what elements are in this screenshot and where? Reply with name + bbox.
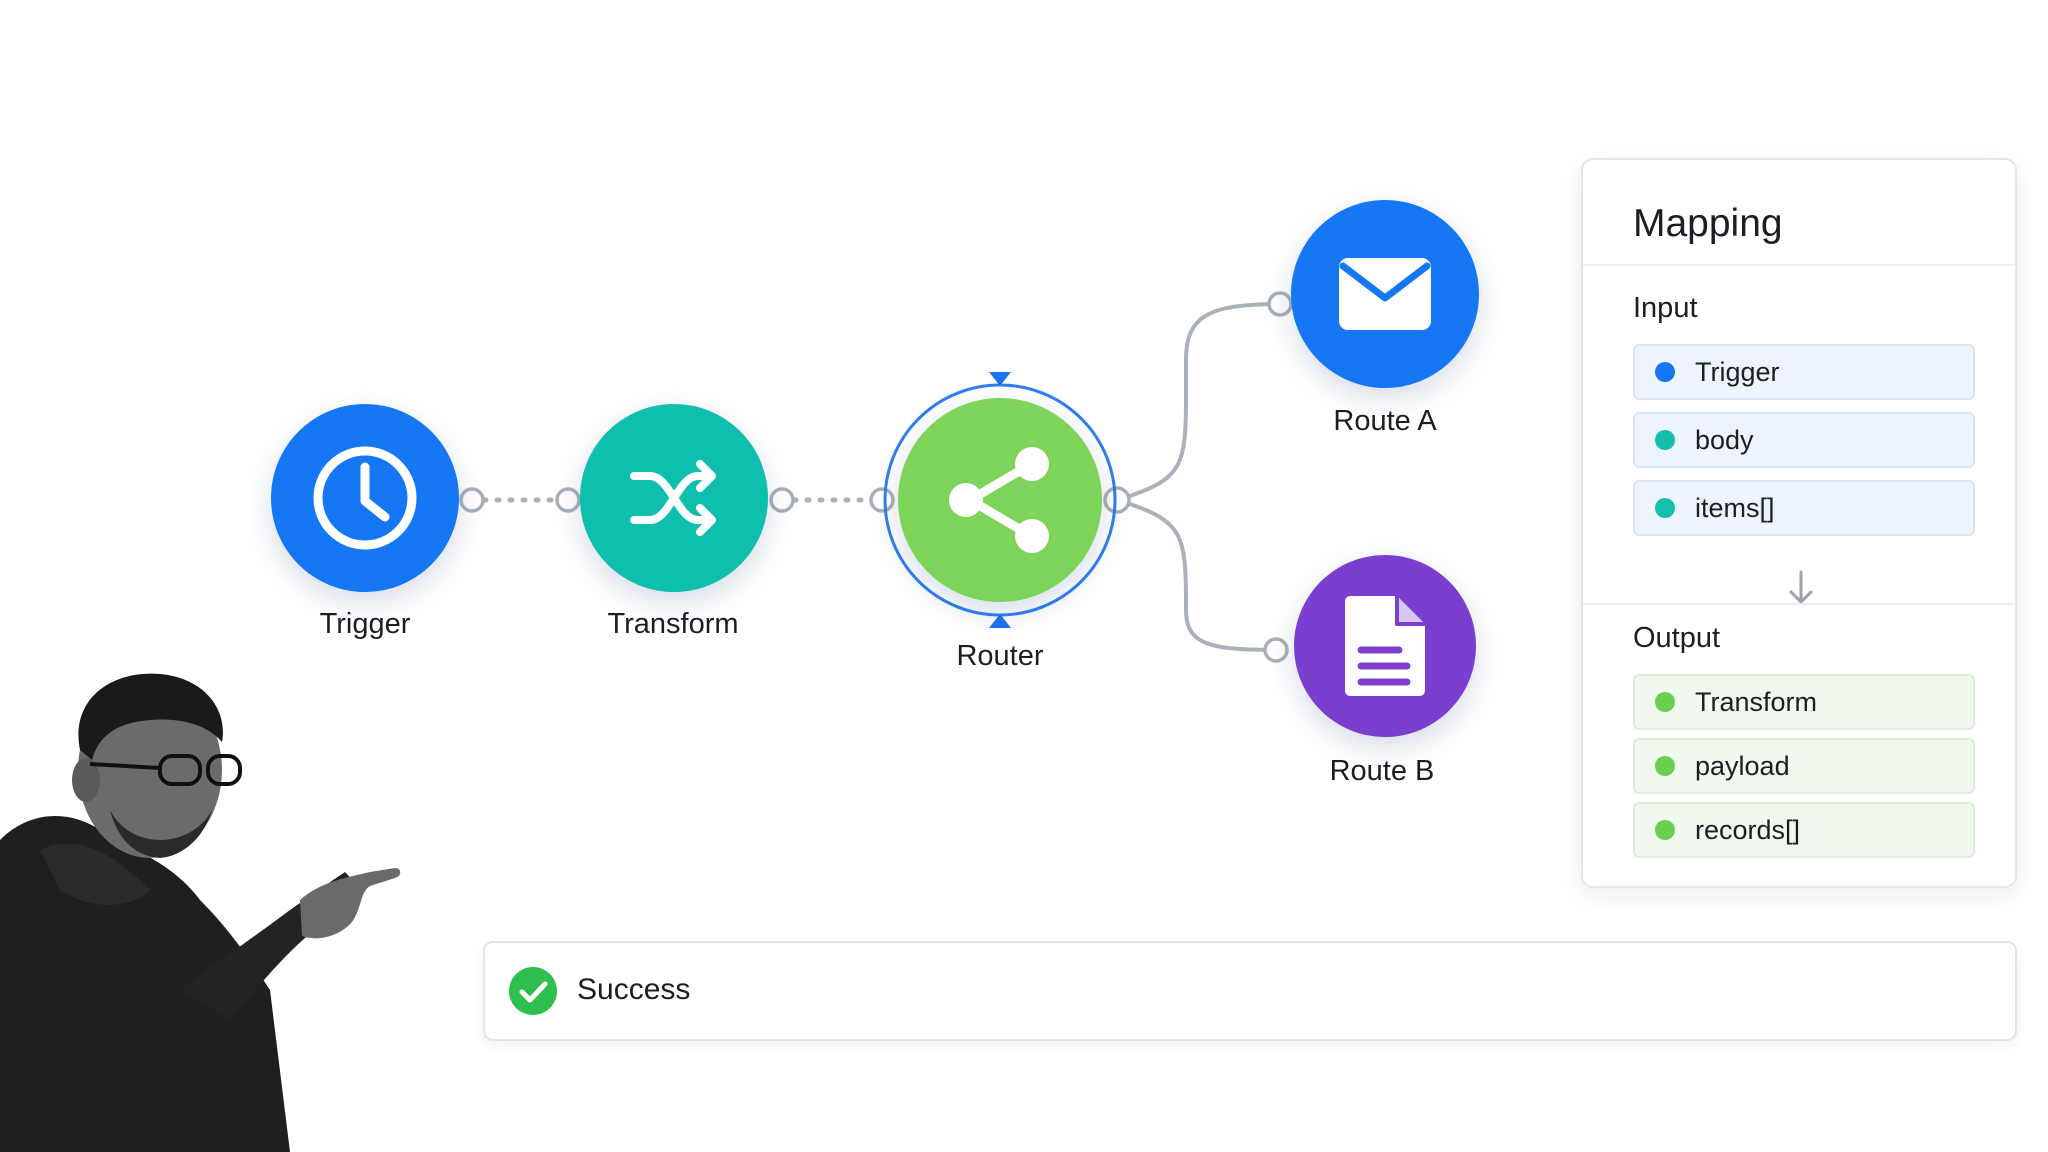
- field-label: records[]: [1695, 814, 1801, 845]
- port-route-a-in: [1267, 291, 1293, 317]
- clock-icon: [313, 446, 417, 550]
- arrow-down-icon: [1789, 570, 1813, 604]
- port-router-in: [869, 487, 895, 513]
- output-field-transform[interactable]: Transform: [1633, 674, 1975, 730]
- presenter-photo: [0, 673, 401, 1152]
- node-label-router: Router: [956, 640, 1044, 672]
- node-route-a[interactable]: [1291, 200, 1479, 388]
- status-label: Success: [577, 973, 691, 1006]
- status-bar: Success: [483, 941, 2017, 1041]
- node-transform[interactable]: [580, 404, 768, 592]
- port-router-out: [1103, 486, 1131, 514]
- mapping-panel: Mapping Input Trigger body items[] Outpu…: [1581, 158, 2017, 888]
- field-label: Transform: [1695, 686, 1818, 717]
- field-label: Trigger: [1695, 356, 1780, 387]
- output-field-payload[interactable]: payload: [1633, 738, 1975, 794]
- router-ring-handle-bottom: [989, 614, 1011, 628]
- input-field-trigger[interactable]: Trigger: [1633, 344, 1975, 400]
- field-dot: [1655, 430, 1675, 450]
- port-route-b-in: [1263, 637, 1289, 663]
- panel-title: Mapping: [1633, 202, 1783, 245]
- field-dot: [1655, 820, 1675, 840]
- node-label-route-b: Route B: [1329, 755, 1435, 787]
- shuffle-icon: [630, 460, 716, 536]
- port-trigger-out: [459, 487, 485, 513]
- node-route-b[interactable]: [1294, 555, 1476, 737]
- share-icon: [949, 447, 1049, 553]
- node-trigger[interactable]: [271, 404, 459, 592]
- field-dot: [1655, 756, 1675, 776]
- envelope-icon: [1339, 258, 1431, 330]
- output-field-records[interactable]: records[]: [1633, 802, 1975, 858]
- port-transform-in: [555, 487, 581, 513]
- field-label: payload: [1695, 750, 1790, 781]
- node-label-transform: Transform: [607, 608, 739, 640]
- router-ring-handle-top: [989, 372, 1011, 386]
- input-field-body[interactable]: body: [1633, 412, 1975, 468]
- panel-divider: [1583, 264, 2015, 266]
- input-field-items[interactable]: items[]: [1633, 480, 1975, 536]
- document-icon: [1345, 596, 1425, 696]
- node-router[interactable]: [898, 398, 1102, 602]
- field-dot: [1655, 362, 1675, 382]
- field-label: body: [1695, 424, 1754, 455]
- input-section-title: Input: [1633, 292, 1698, 324]
- field-label: items[]: [1695, 492, 1775, 523]
- check-circle-icon: [509, 967, 557, 1015]
- panel-divider: [1583, 603, 2015, 605]
- node-label-trigger: Trigger: [319, 608, 411, 640]
- output-section-title: Output: [1633, 622, 1721, 654]
- field-dot: [1655, 498, 1675, 518]
- port-transform-out: [769, 487, 795, 513]
- field-dot: [1655, 692, 1675, 712]
- node-label-route-a: Route A: [1333, 405, 1437, 437]
